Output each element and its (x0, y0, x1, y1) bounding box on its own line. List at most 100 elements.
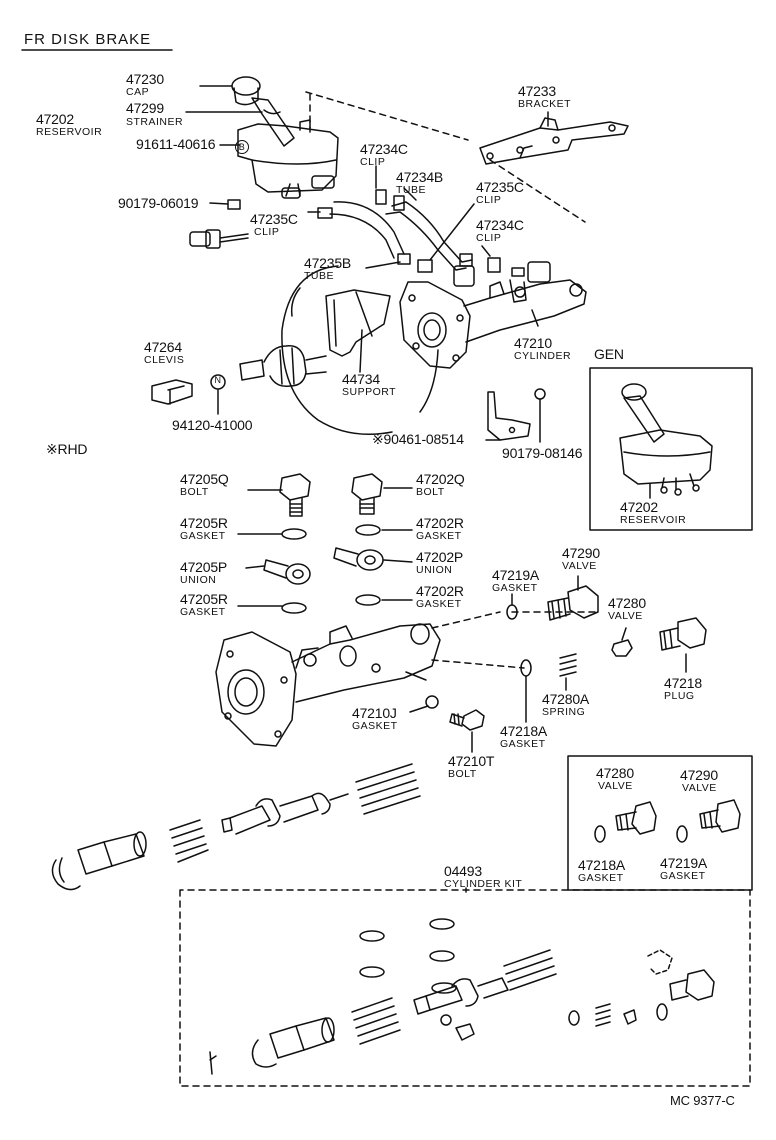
kit-part-47218a-name: GASKET (578, 872, 624, 884)
part-47202r-a-name: GASKET (416, 530, 462, 542)
kit-part-47218a-number: 47218A (578, 857, 626, 873)
gasket-47205r-a (282, 529, 306, 539)
part-47218a-name: GASKET (500, 738, 546, 750)
leader-47234c-b (482, 246, 490, 256)
kit-valve-47290-drawing (700, 800, 740, 832)
part-47233-name: BRACKET (518, 98, 572, 110)
kit-part-47219a-number: 47219A (660, 855, 708, 871)
piston-assembly-drawing (52, 764, 420, 890)
gasket-47202r-a (356, 525, 380, 535)
part-47210-number: 47210 (514, 335, 552, 351)
kit-gasket-47219a (677, 826, 687, 842)
part-47210t-number: 47210T (448, 753, 495, 769)
part-47202-number: 47202 (36, 111, 74, 127)
part-47235b-name: TUBE (304, 270, 335, 282)
kit-part-47290-name: VALVE (682, 782, 717, 794)
part-47202-name: RESERVOIR (36, 126, 103, 138)
part-47234c-b-name: CLIP (476, 232, 502, 244)
part-47264-number: 47264 (144, 339, 182, 355)
part-94120-badge: N (214, 375, 222, 385)
part-44734-number: 44734 (342, 371, 380, 387)
part-47202r-b-name: GASKET (416, 598, 462, 610)
part-47205p-number: 47205P (180, 559, 228, 575)
leader-47205p (246, 566, 264, 568)
cylinder-kit-contents-drawing (210, 919, 714, 1074)
part-47280-name: VALVE (608, 610, 643, 622)
part-47280a-name: SPRING (542, 706, 586, 718)
part-47202r-b-number: 47202R (416, 583, 464, 599)
section-rhd-label: ※RHD (46, 441, 88, 457)
reservoir-drawing (228, 77, 338, 209)
kit-part-47280-name: VALVE (598, 780, 633, 792)
part-47230-number: 47230 (126, 71, 164, 87)
gasket-47219a (507, 605, 517, 619)
cylinder-kit-box (180, 890, 750, 1086)
dashed-bracket-cylinder (490, 160, 585, 222)
leader-47234b (404, 188, 416, 200)
leader-47280 (622, 628, 626, 640)
screw-90179b (535, 389, 545, 399)
level-sensor-plug (190, 230, 248, 248)
bolt-47210t-drawing (450, 710, 484, 730)
part-47205q-name: BOLT (180, 486, 209, 498)
part-47202q-number: 47202Q (416, 471, 465, 487)
kit-gasket-47218a (595, 826, 605, 842)
footer-code: MC 9377-C (670, 1093, 735, 1108)
part-47205r-a-name: GASKET (180, 530, 226, 542)
dashed-cylinder-gasket (432, 660, 524, 668)
master-cylinder-rhd-drawing (216, 624, 440, 746)
part-47205r-b-name: GASKET (180, 606, 226, 618)
gasket-47202r-b (356, 595, 380, 605)
bolt-47202q-drawing (352, 474, 382, 514)
part-47234c-b-number: 47234C (476, 217, 524, 233)
part-47234c-a-name: CLIP (360, 156, 386, 168)
part-47218a-number: 47218A (500, 723, 548, 739)
part-47205r-b-number: 47205R (180, 591, 228, 607)
leader-47210j (410, 706, 428, 712)
nut-94120 (211, 375, 225, 389)
brake-booster-drawing (240, 266, 438, 434)
valve-47290-drawing (548, 586, 598, 620)
leader-47235b (366, 262, 400, 268)
part-47233-number: 47233 (518, 83, 556, 99)
part-47210j-number: 47210J (352, 705, 397, 721)
part-47202r-a-number: 47202R (416, 515, 464, 531)
leader-90179a (210, 203, 228, 204)
valve-kit-box (568, 756, 752, 890)
plug-47218-drawing (660, 618, 706, 650)
clevis-drawing (152, 380, 192, 404)
kit-part-47290-number: 47290 (680, 767, 718, 783)
dashed-reservoir-bracket (306, 92, 468, 140)
part-47235c-a-number: 47235C (250, 211, 298, 227)
part-90461-number: ※90461-08514 (372, 431, 464, 447)
dashed-cylinder-valve (432, 612, 500, 628)
part-47210j-name: GASKET (352, 720, 398, 732)
leader-47210 (532, 310, 538, 326)
kit-part-47280-number: 47280 (596, 765, 634, 781)
part-47234b-name: TUBE (396, 184, 427, 196)
gen-part-47202-name: RESERVOIR (620, 514, 687, 526)
part-47235c-a-name: CLIP (254, 226, 280, 238)
part-04493-name: CYLINDER KIT (444, 878, 523, 890)
part-47299-number: 47299 (126, 100, 164, 116)
part-94120-number: 94120-41000 (172, 417, 253, 433)
gasket-47210j (426, 696, 438, 708)
part-47219a-name: GASKET (492, 582, 538, 594)
part-91611-badge: B (235, 140, 249, 154)
part-47205p-name: UNION (180, 574, 217, 586)
part-44734-name: SUPPORT (342, 386, 397, 398)
gen-part-47202-number: 47202 (620, 499, 658, 515)
part-47205r-a-number: 47205R (180, 515, 228, 531)
part-47219a-number: 47219A (492, 567, 540, 583)
part-47218-number: 47218 (664, 675, 702, 691)
bolt-47205q-drawing (280, 474, 310, 516)
part-47235b-number: 47235B (304, 255, 352, 271)
part-47235c-b-number: 47235C (476, 179, 524, 195)
part-47234c-a-number: 47234C (360, 141, 408, 157)
gen-reservoir-drawing (620, 384, 712, 495)
part-04493-number: 04493 (444, 863, 482, 879)
section-gen-label: GEN (594, 346, 624, 362)
leader-44734 (360, 330, 362, 372)
part-47218-name: PLUG (664, 690, 695, 702)
